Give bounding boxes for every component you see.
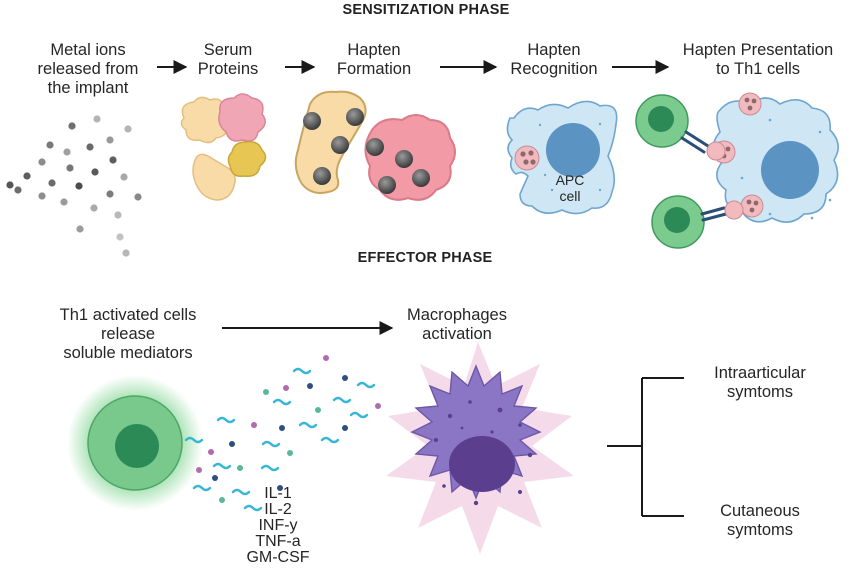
step-metal-ions-line-1: Metal ions: [50, 41, 126, 59]
cytokines-icon: [184, 367, 376, 512]
cytokine-tnfa: TNF-a: [255, 533, 301, 550]
macrophage-icon: [386, 342, 574, 554]
macrophage-activation-line-2: activation: [422, 325, 492, 343]
th1-release-line-1: Th1 activated cells: [59, 306, 197, 324]
outcome-bracket: [607, 377, 684, 517]
apc-label-line-2: cell: [559, 188, 581, 204]
th1-release-line-2: release: [100, 325, 156, 343]
apc-label-line-1: APC: [555, 172, 585, 188]
cytokine-infy: INF-y: [258, 517, 298, 534]
step-serum-line-1: Serum: [203, 41, 253, 59]
outcome-cutaneous-line-2: symtoms: [727, 521, 793, 539]
effector-phase-title: EFFECTOR PHASE: [357, 250, 493, 266]
apc-cell-label: APC cell: [540, 172, 600, 204]
step-serum-proteins-label: Serum Proteins: [183, 41, 273, 79]
outcome-intraarticular-label: Intraarticular symtoms: [690, 364, 830, 402]
outcome-cutaneous-line-1: Cutaneous: [720, 502, 800, 520]
step-serum-line-2: Proteins: [197, 60, 259, 78]
hapten-complex-icon: [294, 90, 456, 201]
step-hapten-formation-label: Hapten Formation: [318, 41, 430, 79]
macrophage-activation-line-1: Macrophages: [407, 306, 507, 324]
cytokine-il2: IL-2: [264, 501, 292, 518]
step-recognition-line-2: Recognition: [510, 60, 598, 78]
hapten-presentation-icon: [635, 92, 839, 249]
cytokine-list: IL-1 IL-2 INF-y TNF-a GM-CSF: [238, 486, 318, 566]
step-hapten-recognition-label: Hapten Recognition: [497, 41, 611, 79]
step-presentation-line-2: to Th1 cells: [715, 60, 801, 78]
cytokine-dots: [196, 355, 381, 503]
step-formation-line-1: Hapten: [347, 41, 401, 59]
outcome-intraarticular-line-2: symtoms: [727, 383, 793, 401]
step-metal-ions-line-3: the implant: [47, 79, 129, 97]
step-metal-ions-label: Metal ions released from the implant: [15, 41, 161, 98]
th1-cell-icon: [67, 375, 203, 511]
outcome-cutaneous-label: Cutaneous symtoms: [690, 502, 830, 540]
step-formation-line-2: Formation: [336, 60, 412, 78]
metal-ions-icon: [6, 115, 142, 257]
cytokine-gmcsf: GM-CSF: [246, 549, 310, 566]
th1-release-line-3: soluble mediators: [63, 344, 193, 362]
step-metal-ions-line-2: released from: [37, 60, 139, 78]
outcome-intraarticular-line-1: Intraarticular: [714, 364, 806, 382]
macrophage-activation-label: Macrophages activation: [392, 306, 522, 344]
step-recognition-line-1: Hapten: [527, 41, 581, 59]
step-hapten-presentation-label: Hapten Presentation to Th1 cells: [668, 41, 848, 79]
apc-cell-icon: [506, 100, 618, 215]
serum-proteins-icon: [180, 93, 267, 201]
sensitization-phase-title: SENSITIZATION PHASE: [342, 2, 510, 18]
th1-release-label: Th1 activated cells release soluble medi…: [38, 306, 218, 363]
cytokine-il1: IL-1: [264, 485, 292, 502]
step-presentation-line-1: Hapten Presentation: [682, 41, 834, 59]
